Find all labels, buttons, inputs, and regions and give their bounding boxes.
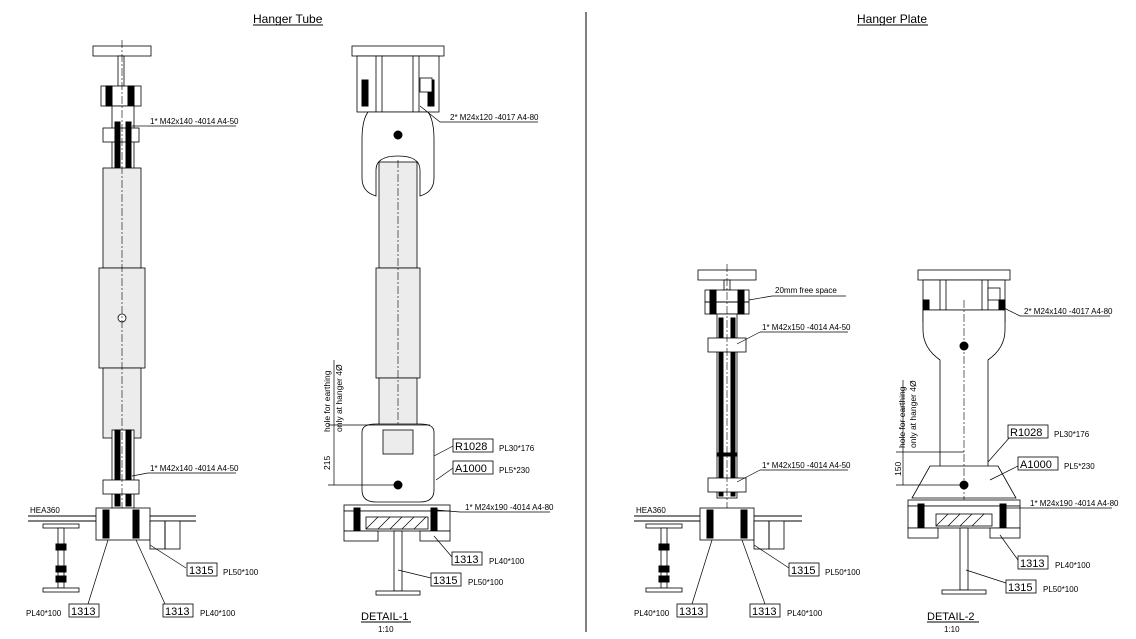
d2-bolt-top-label: 2* M24x140 -4017 A4-80: [1024, 307, 1113, 316]
plate-tag-1313-b: 1313: [679, 606, 703, 618]
plate-tag-c-desc: PL40*100: [787, 609, 823, 618]
d2-tag-r1028: R1028: [1010, 427, 1042, 439]
d1-tag-a1000: A1000: [455, 463, 487, 475]
d1-tag-r1028-desc: PL30*176: [499, 444, 535, 453]
tube-tag-1313-c: 1313: [165, 606, 189, 618]
d1-tag-1313-desc: PL40*100: [489, 557, 525, 566]
plate-tag-b-desc: PL40*100: [634, 609, 670, 618]
hanger-tube-side-view: [28, 40, 236, 605]
detail-2-view: [896, 269, 1112, 595]
d2-tag-1315: 1315: [1008, 582, 1032, 594]
d2-tag-a1000: A1000: [1020, 459, 1052, 471]
tube-bolt-top-label: 1* M42x140 -4014 A4-50: [150, 117, 239, 126]
d1-tag-1313: 1313: [454, 554, 478, 566]
tube-tag-b-desc: PL40*100: [26, 609, 62, 618]
d2-tag-1315-desc: PL50*100: [1043, 585, 1079, 594]
d1-dim-215: 215: [322, 456, 332, 470]
d2-tag-a1000-desc: PL5*230: [1064, 462, 1095, 471]
d2-bolt-bottom-label: 1* M24x190 -4014 A4-80: [1030, 499, 1119, 508]
tube-tag-1313-b: 1313: [71, 606, 95, 618]
tube-bolt-bottom-label: 1* M42x140 -4014 A4-50: [150, 464, 239, 473]
plate-tag-1313-c: 1313: [752, 606, 776, 618]
plate-tag-1315-desc: PL50*100: [825, 568, 861, 577]
tube-tag-c-desc: PL40*100: [200, 609, 236, 618]
d2-hole-note-2: only at hanger 4Ø: [908, 380, 918, 448]
d1-tag-1315: 1315: [433, 575, 457, 587]
title-hanger-plate: Hanger Plate: [857, 12, 927, 26]
detail-1-scale: 1:10: [378, 625, 394, 634]
tube-tag-1315-desc: PL50*100: [223, 568, 259, 577]
d2-tag-r1028-desc: PL30*176: [1054, 430, 1090, 439]
d1-hole-note-2: only at hanger 4Ø: [334, 364, 344, 432]
d2-hole-note-1: hole for earthing: [897, 386, 907, 448]
d1-bolt-top-label: 2* M24x120 -4017 A4-80: [450, 113, 539, 122]
plate-bolt-bottom-label: 1* M42x150 -4014 A4-50: [762, 461, 851, 470]
d1-tag-r1028: R1028: [455, 441, 487, 453]
plate-bolt-top-label: 1* M42x150 -4014 A4-50: [762, 323, 851, 332]
plate-beam-label: HEA360: [636, 506, 666, 515]
d1-tag-a1000-desc: PL5*230: [499, 466, 530, 475]
d1-bolt-bottom-label: 1* M24x190 -4014 A4-80: [465, 503, 554, 512]
d1-hole-note-1: hole for earthing: [322, 370, 332, 432]
hanger-plate-side-view: [634, 264, 848, 605]
tube-beam-label: HEA360: [30, 506, 60, 515]
detail-2-title: DETAIL-2: [927, 611, 974, 623]
tube-tag-1315: 1315: [189, 565, 213, 577]
d2-tag-1313: 1313: [1020, 558, 1044, 570]
title-hanger-tube: Hanger Tube: [253, 12, 323, 26]
d2-dim-150: 150: [893, 462, 903, 476]
detail-1-view: [328, 45, 550, 596]
plate-free-space-label: 20mm free space: [775, 286, 837, 295]
plate-tag-1315: 1315: [791, 565, 815, 577]
d2-tag-1313-desc: PL40*100: [1055, 561, 1091, 570]
detail-2-scale: 1:10: [944, 625, 960, 634]
detail-1-title: DETAIL-1: [361, 611, 408, 623]
d1-tag-1315-desc: PL50*100: [468, 578, 504, 587]
